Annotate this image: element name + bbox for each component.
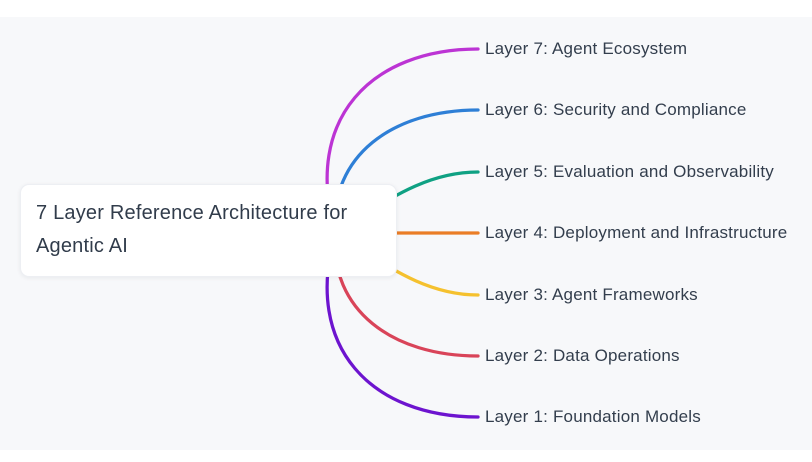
branch-label-4[interactable]: Layer 4: Deployment and Infrastructure xyxy=(485,223,788,242)
root-node-label: 7 Layer Reference Architecture for Agent… xyxy=(36,202,348,257)
branch-label-2[interactable]: Layer 2: Data Operations xyxy=(485,346,680,365)
branch-label-5[interactable]: Layer 5: Evaluation and Observability xyxy=(485,162,775,181)
branch-label-7[interactable]: Layer 7: Agent Ecosystem xyxy=(485,39,688,58)
branch-label-1[interactable]: Layer 1: Foundation Models xyxy=(485,407,701,426)
branch-label-6[interactable]: Layer 6: Security and Compliance xyxy=(485,100,747,119)
branch-label-3[interactable]: Layer 3: Agent Frameworks xyxy=(485,285,698,304)
root-node[interactable]: 7 Layer Reference Architecture for Agent… xyxy=(20,184,397,277)
